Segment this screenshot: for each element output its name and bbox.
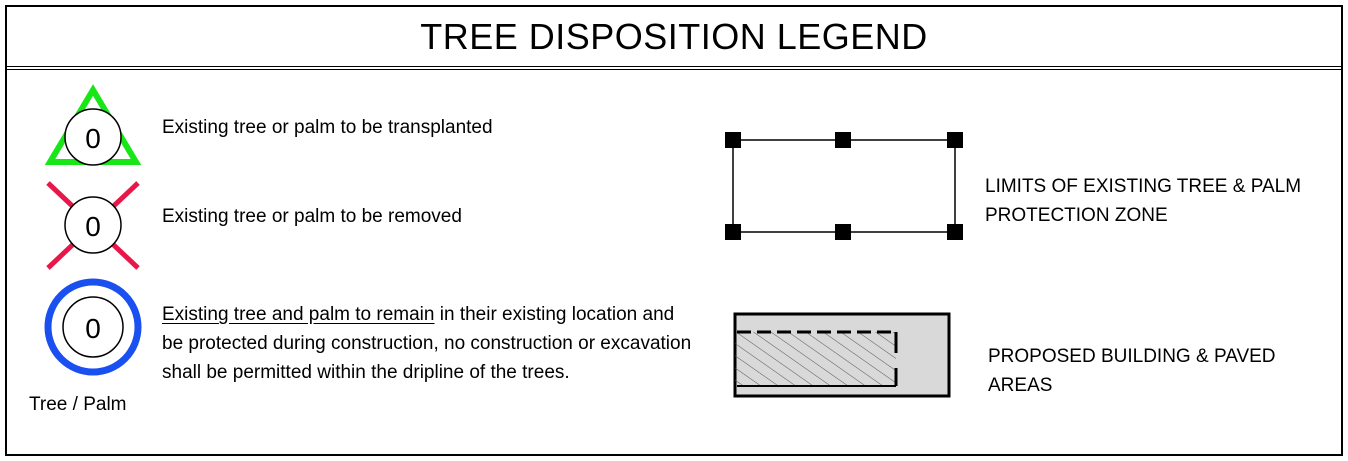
transplant-label: Existing tree or palm to be transplanted bbox=[162, 117, 493, 138]
remove-tree-icon: 0 bbox=[46, 181, 140, 270]
tree-palm-caption: Tree / Palm bbox=[29, 394, 127, 415]
proposed-building-icon bbox=[733, 312, 951, 398]
tree-number-transplant: 0 bbox=[85, 123, 101, 154]
transplant-tree-icon: 0 bbox=[44, 84, 142, 166]
protection-zone-icon bbox=[725, 132, 963, 240]
protection-zone-line-2: PROTECTION ZONE bbox=[985, 205, 1168, 226]
remain-label-rest: in their existing location and bbox=[434, 304, 675, 325]
tree-number-remove: 0 bbox=[85, 211, 101, 242]
tree-number-remain: 0 bbox=[85, 313, 101, 344]
remain-label-underlined: Existing tree and palm to remain bbox=[162, 304, 435, 325]
building-line-2: AREAS bbox=[988, 375, 1053, 396]
remain-line-2: be protected during construction, no con… bbox=[162, 333, 692, 354]
remain-line-3: shall be permitted within the dripline o… bbox=[162, 362, 570, 383]
protection-zone-line-1: LIMITS OF EXISTING TREE & PALM bbox=[985, 176, 1302, 197]
title-bar: TREE DISPOSITION LEGEND bbox=[7, 7, 1341, 70]
remain-line-1: Existing tree and palm to remain in thei… bbox=[162, 302, 674, 328]
remain-tree-icon: 0 bbox=[44, 278, 142, 376]
building-line-1: PROPOSED BUILDING & PAVED bbox=[988, 346, 1276, 367]
legend-title: TREE DISPOSITION LEGEND bbox=[420, 16, 928, 57]
remove-label: Existing tree or palm to be removed bbox=[162, 206, 462, 227]
legend-frame: TREE DISPOSITION LEGEND bbox=[5, 5, 1343, 456]
